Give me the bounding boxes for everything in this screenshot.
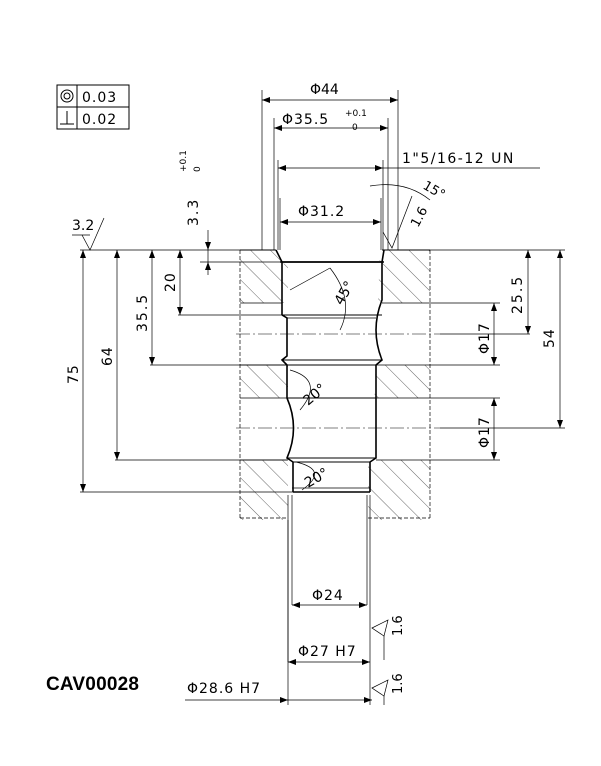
surface-finish-symbols (72, 195, 413, 705)
finish-icon-top (382, 195, 413, 249)
dim-port-1: Φ17 (477, 322, 493, 354)
concentricity-value: 0.03 (82, 90, 117, 106)
finish-icon-3-2 (81, 217, 105, 251)
finish-icon-a (371, 619, 389, 637)
dim-depth-3-3: 3.3 (186, 198, 202, 226)
dim-finish-a: 1.6 (391, 615, 406, 636)
dim-angle-20-b: 20° (302, 465, 332, 491)
dim-angle-45: 45° (332, 278, 358, 308)
dim-thread: 1"5/16-12 UN (402, 151, 515, 167)
dim-port-2: Φ17 (477, 416, 493, 448)
extension-lines (80, 90, 565, 705)
dim-h54: 54 (542, 328, 558, 348)
dim-d27: Φ27 H7 (298, 644, 357, 660)
perpendicularity-value: 0.02 (82, 112, 117, 128)
dimension-labels: Φ44 Φ35.5 +0.1 0 1"5/16-12 UN 15° 1.6 Φ3… (66, 82, 558, 697)
perpendicularity-icon (60, 111, 74, 125)
cavity-profile (236, 249, 440, 493)
dim-h20: 20 (163, 272, 179, 292)
dim-finish-3-2: 3.2 (72, 218, 94, 234)
dim-d35-5-tol-lower: 0 (352, 123, 358, 133)
dim-depth-3-3-tol-upper: +0.1 (179, 150, 189, 172)
dim-d28-6: Φ28.6 H7 (187, 681, 261, 697)
dim-depth-3-3-tol-lower: 0 (193, 166, 203, 172)
tolerance-frame: 0.03 0.02 (56, 84, 130, 130)
dim-h25-5: 25.5 (510, 275, 526, 314)
dim-h64: 64 (100, 346, 116, 366)
dim-angle-15: 15° (420, 178, 447, 203)
dim-angle-20-a: 20° (300, 381, 329, 409)
dim-d44: Φ44 (310, 82, 339, 98)
dimension-lines (80, 97, 563, 703)
concentricity-icon (60, 89, 74, 103)
dim-finish-top: 1.6 (408, 205, 431, 230)
dim-d24: Φ24 (312, 588, 344, 604)
dim-d31-2: Φ31.2 (298, 204, 345, 220)
dim-d35-5-tol-upper: +0.1 (345, 109, 367, 119)
finish-icon-b (371, 679, 389, 697)
dim-finish-b: 1.6 (391, 673, 406, 694)
dim-h75: 75 (66, 364, 82, 384)
body-section (239, 249, 431, 520)
part-number: CAV00028 (46, 674, 140, 695)
dim-h35-5: 35.5 (135, 293, 151, 332)
dim-d35-5: Φ35.5 (282, 112, 329, 128)
